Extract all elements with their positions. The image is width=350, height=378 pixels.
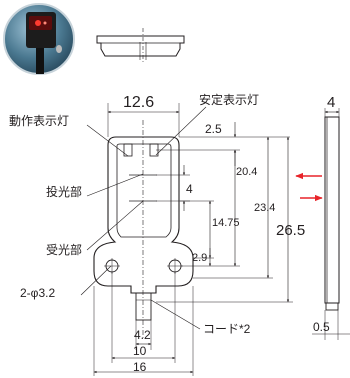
dim-height-23-4: 23.4 [254, 202, 275, 214]
dim-total-width: 16 [133, 360, 147, 374]
dim-height-14-75: 14.75 [212, 217, 240, 229]
dim-height-26-5: 26.5 [276, 222, 305, 239]
sensor-body [93, 120, 194, 340]
dimension-lines [93, 103, 293, 376]
dim-hole-pitch: 10 [133, 344, 147, 358]
emitter-label: 投光部 [46, 184, 82, 199]
light-direction-arrows [295, 172, 323, 202]
cord-label: コード*2 [203, 322, 251, 336]
dim-spacing-4: 4 [186, 182, 193, 196]
dim-flange-2-9: 2.9 [192, 252, 207, 264]
stability-indicator-label: 安定表示灯 [199, 92, 259, 107]
mount-holes-label: 2-φ3.2 [20, 286, 55, 300]
receiver-label: 受光部 [46, 242, 82, 257]
dim-indicator-offset: 2.5 [205, 122, 222, 136]
product-photo [3, 3, 75, 75]
dim-side-bottom: 0.5 [313, 320, 330, 334]
operation-indicator-label: 動作表示灯 [9, 114, 69, 128]
top-view [96, 28, 185, 62]
dim-side-thickness: 4 [327, 94, 335, 111]
dim-cord-width: 4.2 [134, 328, 151, 342]
leader-lines [80, 106, 207, 330]
dim-top-width: 12.6 [123, 94, 154, 111]
dim-height-20-4: 20.4 [236, 166, 257, 178]
side-view [312, 108, 350, 340]
